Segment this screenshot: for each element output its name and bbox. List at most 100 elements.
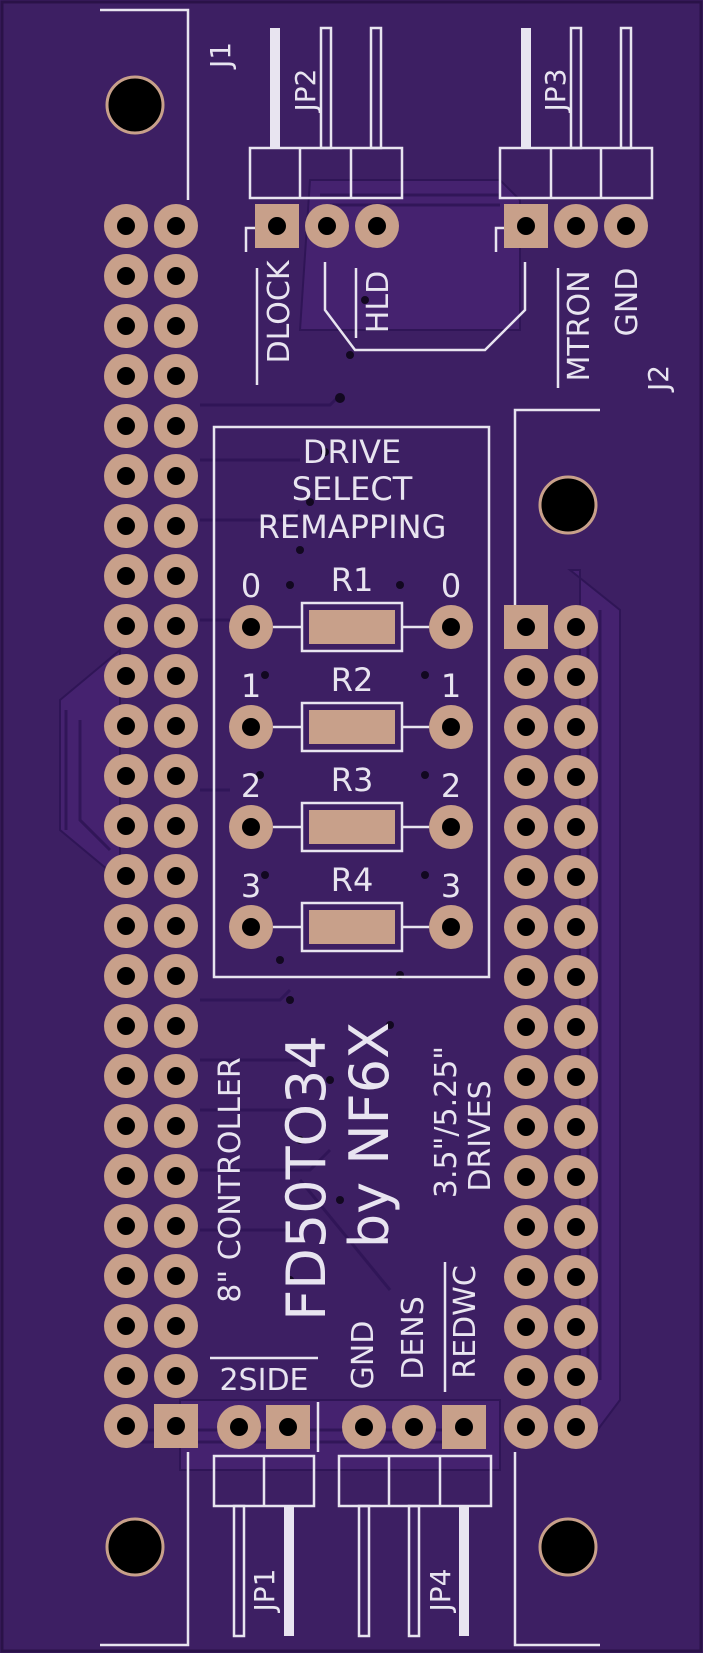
gnd-top-label: GND (610, 268, 645, 337)
mtron-label: MTRON (562, 270, 597, 381)
drill-hole (117, 1367, 135, 1385)
drill-hole (517, 1368, 535, 1386)
drill-hole (117, 517, 135, 535)
drill-hole (167, 267, 185, 285)
jp2-pads (255, 204, 399, 248)
jp3-pads (504, 204, 648, 248)
drill-hole (117, 1317, 135, 1335)
twoside-label: 2SIDE (219, 1363, 308, 1398)
position-label-right: 1 (441, 667, 461, 705)
drill-hole (567, 668, 585, 686)
drill-hole (442, 918, 460, 936)
drill-hole (117, 767, 135, 785)
jp1-label: JP1 (248, 1569, 281, 1614)
position-label-right: 3 (441, 867, 461, 905)
drill-hole (567, 1368, 585, 1386)
j1-outline (100, 8, 190, 1647)
remap-box (212, 425, 491, 979)
position-label-left: 3 (241, 867, 261, 905)
drill-hole (167, 567, 185, 585)
drill-hole (167, 1017, 185, 1035)
drill-hole (567, 1068, 585, 1086)
drill-hole (117, 317, 135, 335)
drill-hole (517, 968, 535, 986)
drill-hole (117, 217, 135, 235)
drill-hole (167, 767, 185, 785)
drill-hole (517, 718, 535, 736)
drill-hole (167, 1267, 185, 1285)
drill-hole (167, 1367, 185, 1385)
drill-hole (117, 617, 135, 635)
drill-hole (117, 867, 135, 885)
drill-hole (167, 217, 185, 235)
drill-hole (567, 1268, 585, 1286)
drill-hole (517, 1118, 535, 1136)
drill-hole (117, 1067, 135, 1085)
drill-hole (567, 718, 585, 736)
resistor-body (309, 710, 395, 744)
position-label-right: 0 (441, 567, 461, 605)
drill-hole (117, 567, 135, 585)
drill-hole (167, 317, 185, 335)
board-byline: by NF6X (338, 1022, 401, 1248)
drill-hole (567, 1318, 585, 1336)
drill-hole (567, 968, 585, 986)
resistor-body (309, 910, 395, 944)
drill-hole (567, 768, 585, 786)
jp4-label: JP4 (424, 1569, 457, 1614)
drill-hole (117, 967, 135, 985)
drill-hole (517, 668, 535, 686)
drill-hole (242, 818, 260, 836)
controller-label: 8" CONTROLLER (213, 1057, 248, 1302)
jp2-label: JP2 (289, 69, 322, 114)
mounting-hole (538, 475, 598, 535)
dlock-label: DLOCK (262, 259, 297, 363)
drill-hole (167, 1217, 185, 1235)
drill-hole (167, 967, 185, 985)
drill-hole (517, 1318, 535, 1336)
drill-hole (167, 917, 185, 935)
drill-hole (517, 1218, 535, 1236)
drill-hole (167, 1117, 185, 1135)
drill-hole (167, 667, 185, 685)
resistor-outline (300, 901, 404, 953)
resistor-outline (300, 801, 404, 853)
mounting-hole (105, 1517, 165, 1577)
jp4-jumper (337, 1262, 493, 1638)
gnd-bottom-label: GND (346, 1321, 381, 1390)
drill-hole (117, 1417, 135, 1435)
drill-hole (167, 617, 185, 635)
hld-label: HLD (361, 271, 396, 333)
drill-hole (167, 1417, 185, 1435)
drill-hole (567, 1018, 585, 1036)
jp2-jumper (244, 26, 404, 252)
drill-hole (567, 1118, 585, 1136)
drill-hole (117, 467, 135, 485)
drill-hole (517, 1168, 535, 1186)
drill-hole (517, 1018, 535, 1036)
resistor-label: R4 (331, 861, 374, 899)
remap-title-3: REMAPPING (258, 508, 447, 546)
position-label-left: 0 (241, 567, 261, 605)
position-label-left: 1 (241, 667, 261, 705)
j2-label: J2 (642, 365, 675, 393)
drill-hole (167, 867, 185, 885)
board-title: FD50TO34 (275, 1035, 338, 1321)
drill-hole (567, 618, 585, 636)
drill-hole (517, 918, 535, 936)
drill-hole (242, 718, 260, 736)
mounting-hole (538, 1517, 598, 1577)
jp3-label: JP3 (539, 69, 572, 114)
drill-hole (517, 1068, 535, 1086)
drill-hole (567, 1418, 585, 1436)
drill-hole (167, 817, 185, 835)
drives-label-1: 3.5"/5.25" (429, 1046, 464, 1198)
drill-hole (167, 417, 185, 435)
drill-hole (442, 618, 460, 636)
drill-hole (567, 1218, 585, 1236)
drill-hole (517, 868, 535, 886)
drill-hole (117, 917, 135, 935)
redwc-label: REDWC (448, 1265, 483, 1379)
